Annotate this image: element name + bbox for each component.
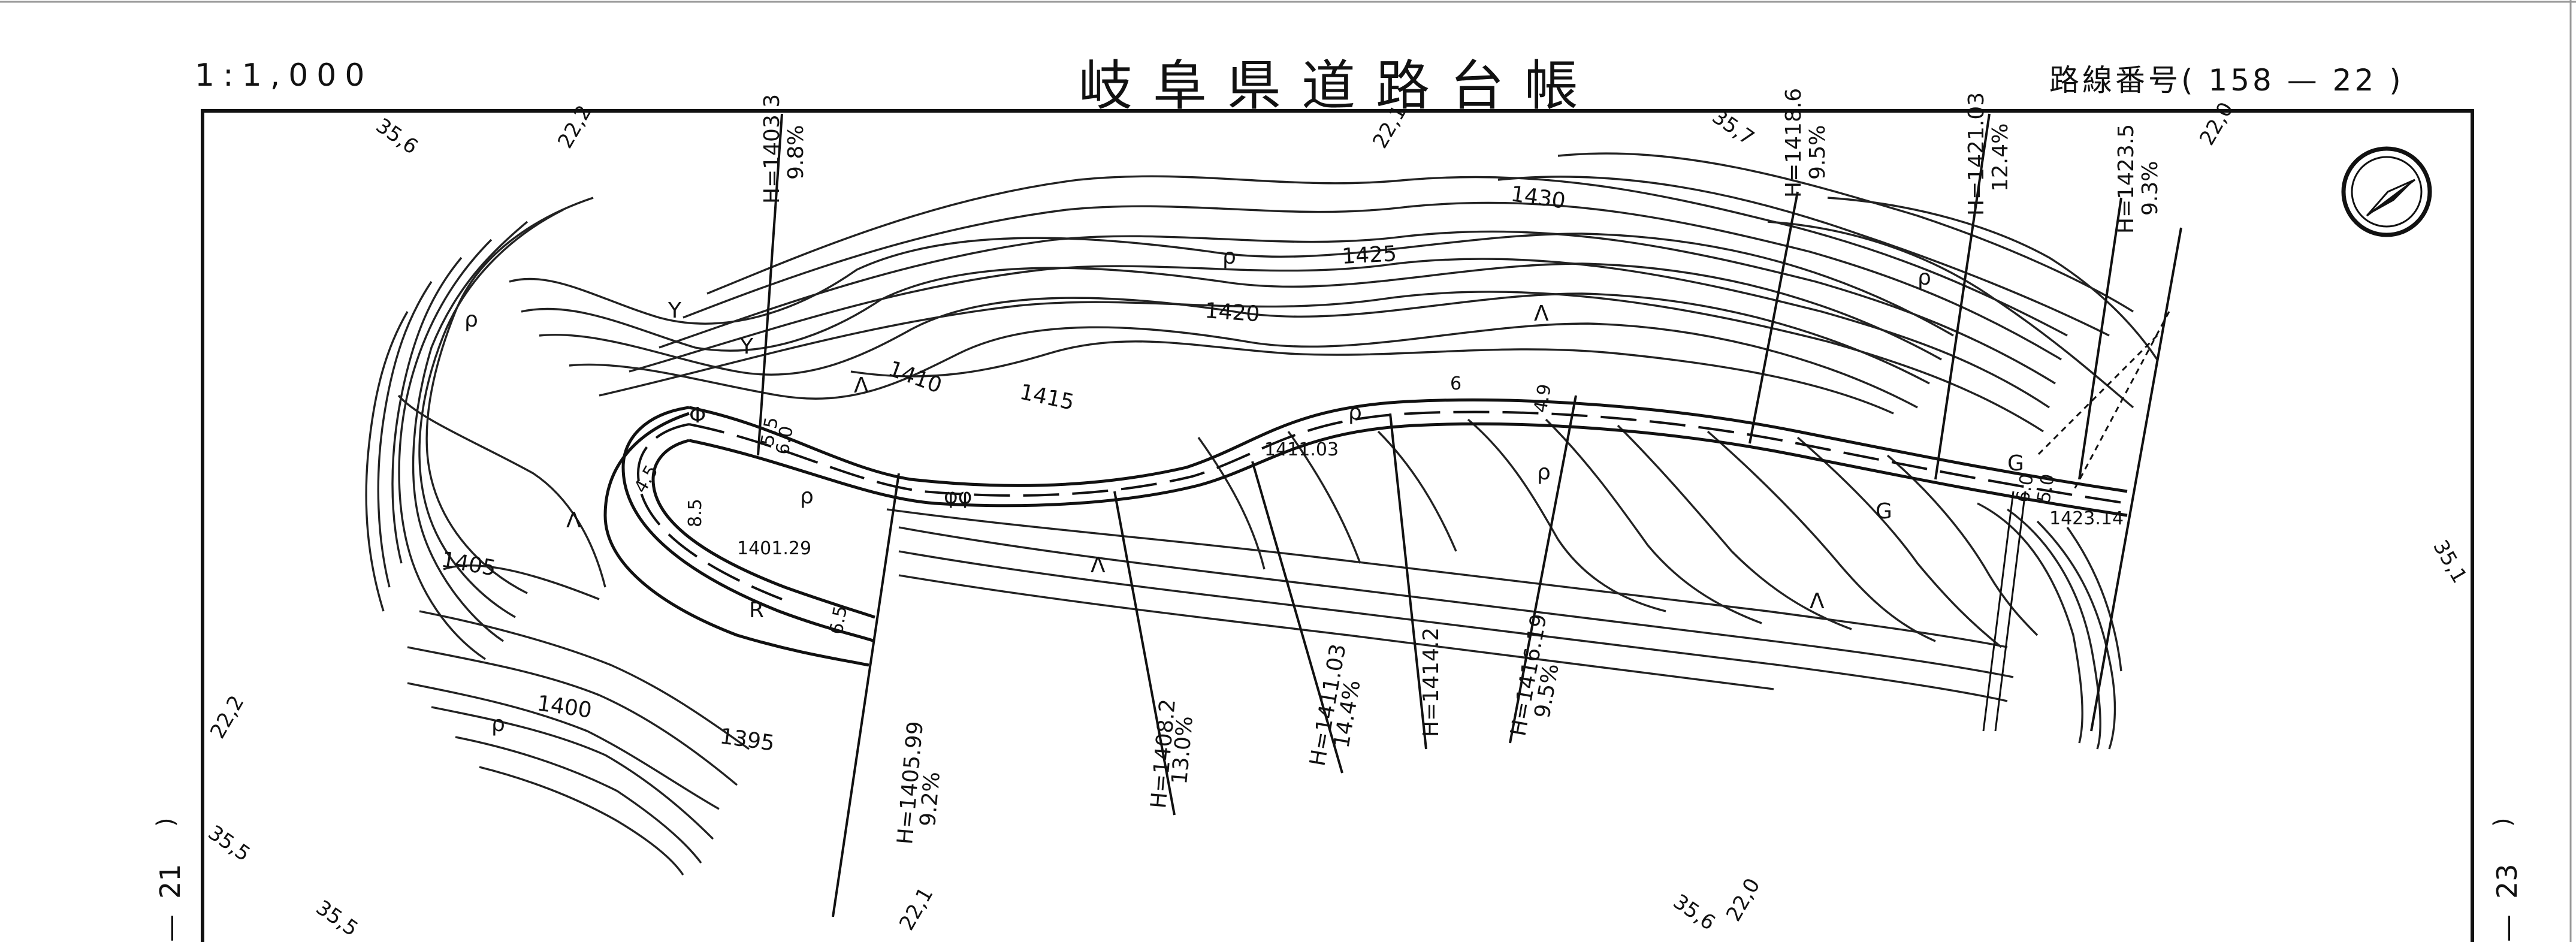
guardrail-symbol: G <box>1876 499 1892 524</box>
grid-label: 22,1 <box>1368 101 1411 153</box>
route-open-paren: ( <box>2181 63 2196 98</box>
road-width: 5.0 <box>2033 472 2059 504</box>
section-height: H=1418.6 <box>1781 88 1806 198</box>
section-height: H=1414.2 <box>1419 627 1443 737</box>
cross-sections <box>757 113 2122 917</box>
road-width: 8.5 <box>685 499 706 527</box>
right-sheet-number: 23 <box>2491 864 2523 899</box>
grid-label: 35,6 <box>1669 890 1720 935</box>
contour-label: 1430 <box>1509 182 1567 213</box>
contour-labels: 1430 1425 1420 1415 1410 1405 1400 1395 <box>439 182 1567 756</box>
section-grade: 9.3% <box>2138 161 2163 216</box>
grass-symbol: Ʌ <box>1810 589 1825 614</box>
contour-label: 1405 <box>439 547 497 581</box>
vegetation-symbol: ρ <box>464 307 478 332</box>
contours-upper <box>509 152 2158 433</box>
right-sheet-ref: ) 23 — <box>2489 817 2523 942</box>
map-frame <box>201 109 2474 942</box>
grid-label: 35,5 <box>312 896 363 941</box>
pole-symbol: φφ <box>944 484 973 509</box>
guardrail-symbol: G <box>2007 451 2024 476</box>
left-dash: — <box>154 914 186 942</box>
retaining-wall-symbol: R <box>749 598 764 623</box>
grid-label: 22,2 <box>206 692 249 743</box>
contours-lower <box>886 418 2122 750</box>
section-grade: 13.0% <box>1167 715 1198 786</box>
contour-label: 1420 <box>1204 298 1260 327</box>
contour-label: 1425 <box>1341 241 1397 269</box>
section-height: H=1423.5 <box>2114 124 2139 234</box>
section-grade: 9.2% <box>916 771 945 828</box>
grid-label: 22,2 <box>553 101 596 153</box>
right-embankment <box>1982 227 2182 732</box>
route-dash: — <box>2287 63 2320 98</box>
route-close-paren: ) <box>2389 63 2404 98</box>
farm-symbol: Y <box>739 334 754 359</box>
section-grade: 12.4% <box>1988 123 2013 192</box>
section-grade: 9.5% <box>1805 125 1830 180</box>
vegetation-symbol: ρ <box>1917 265 1931 290</box>
vegetation-symbol: ρ <box>1537 460 1551 485</box>
grid-label: 35,1 <box>2428 536 2471 588</box>
road-width: 4.5 <box>630 461 663 497</box>
vegetation-symbol: ρ <box>1348 400 1362 425</box>
road-width: 4.9 <box>1530 382 1556 414</box>
ditch-symbol: Φ <box>689 403 706 428</box>
route-sheet-value: 22 <box>2332 63 2377 98</box>
left-sheet-ref: ) 21 — <box>152 817 186 942</box>
vegetation-symbol: ρ <box>800 484 814 509</box>
section-grade: 9.8% <box>784 125 808 180</box>
spot-height: 1411.03 <box>1264 439 1339 460</box>
road-width: 6 <box>1450 373 1461 394</box>
map-scale: 1:1,000 <box>195 58 373 93</box>
grid-label: 35,5 <box>204 821 255 866</box>
road-width: 6.0 <box>2012 472 2038 504</box>
right-paren: ) <box>2489 817 2517 827</box>
vegetation-symbol: ρ <box>1222 244 1236 269</box>
contour-label: 1400 <box>536 691 593 723</box>
road-widths: 5.5 4.5 6.5 8.5 6.0 6 4.9 5.0 6.0 <box>630 373 2059 636</box>
grid-label: 22,0 <box>1722 874 1765 926</box>
section-height: H=1403.3 <box>760 94 784 204</box>
route-number-value: 158 <box>2208 63 2275 98</box>
road <box>603 398 2128 667</box>
right-dash: — <box>2491 914 2523 942</box>
farm-symbol: Y <box>668 298 682 323</box>
spot-heights: 1411.03 1401.29 1423.14 <box>737 439 2124 559</box>
grass-symbol: Ʌ <box>1091 553 1106 578</box>
section-annotations: H=1403.3 9.8% H=1405.99 9.2% H=1408.2 13… <box>760 88 2163 846</box>
page-title: 岐阜県道路台帳 <box>1079 55 1599 117</box>
section-height: H=1421.03 <box>1964 92 1989 216</box>
grid-label: 35,6 <box>372 114 422 159</box>
map-symbols: ρ ρ ρ ρ ρ ρ ρ Ʌ Ʌ Ʌ Ʌ Ʌ Y Y G G R φφ Φ <box>464 244 2024 736</box>
vegetation-symbol: ρ <box>491 712 505 736</box>
left-sheet-number: 21 <box>154 864 186 899</box>
grass-symbol: Ʌ <box>854 373 869 398</box>
spot-height: 1401.29 <box>737 538 811 559</box>
road-width: 6.5 <box>826 604 851 636</box>
route-number: 路線番号( 158 — 22 ) <box>2049 56 2404 99</box>
contour-label: 1410 <box>885 357 945 398</box>
contours-left <box>365 197 750 875</box>
road-width: 5.5 <box>757 415 783 447</box>
grid-label: 22,1 <box>895 883 938 935</box>
route-label: 路線番号 <box>2049 63 2181 98</box>
grid-label: 22,0 <box>2195 98 2238 150</box>
north-arrow-icon <box>2341 146 2432 237</box>
grass-symbol: Ʌ <box>1534 301 1549 326</box>
grass-symbol: Ʌ <box>566 508 581 533</box>
road-width: 6.0 <box>772 424 798 456</box>
contour-label: 1395 <box>718 724 776 756</box>
left-paren: ) <box>152 817 180 827</box>
contour-label: 1415 <box>1017 380 1076 415</box>
spot-height: 1423.14 <box>2049 508 2124 529</box>
